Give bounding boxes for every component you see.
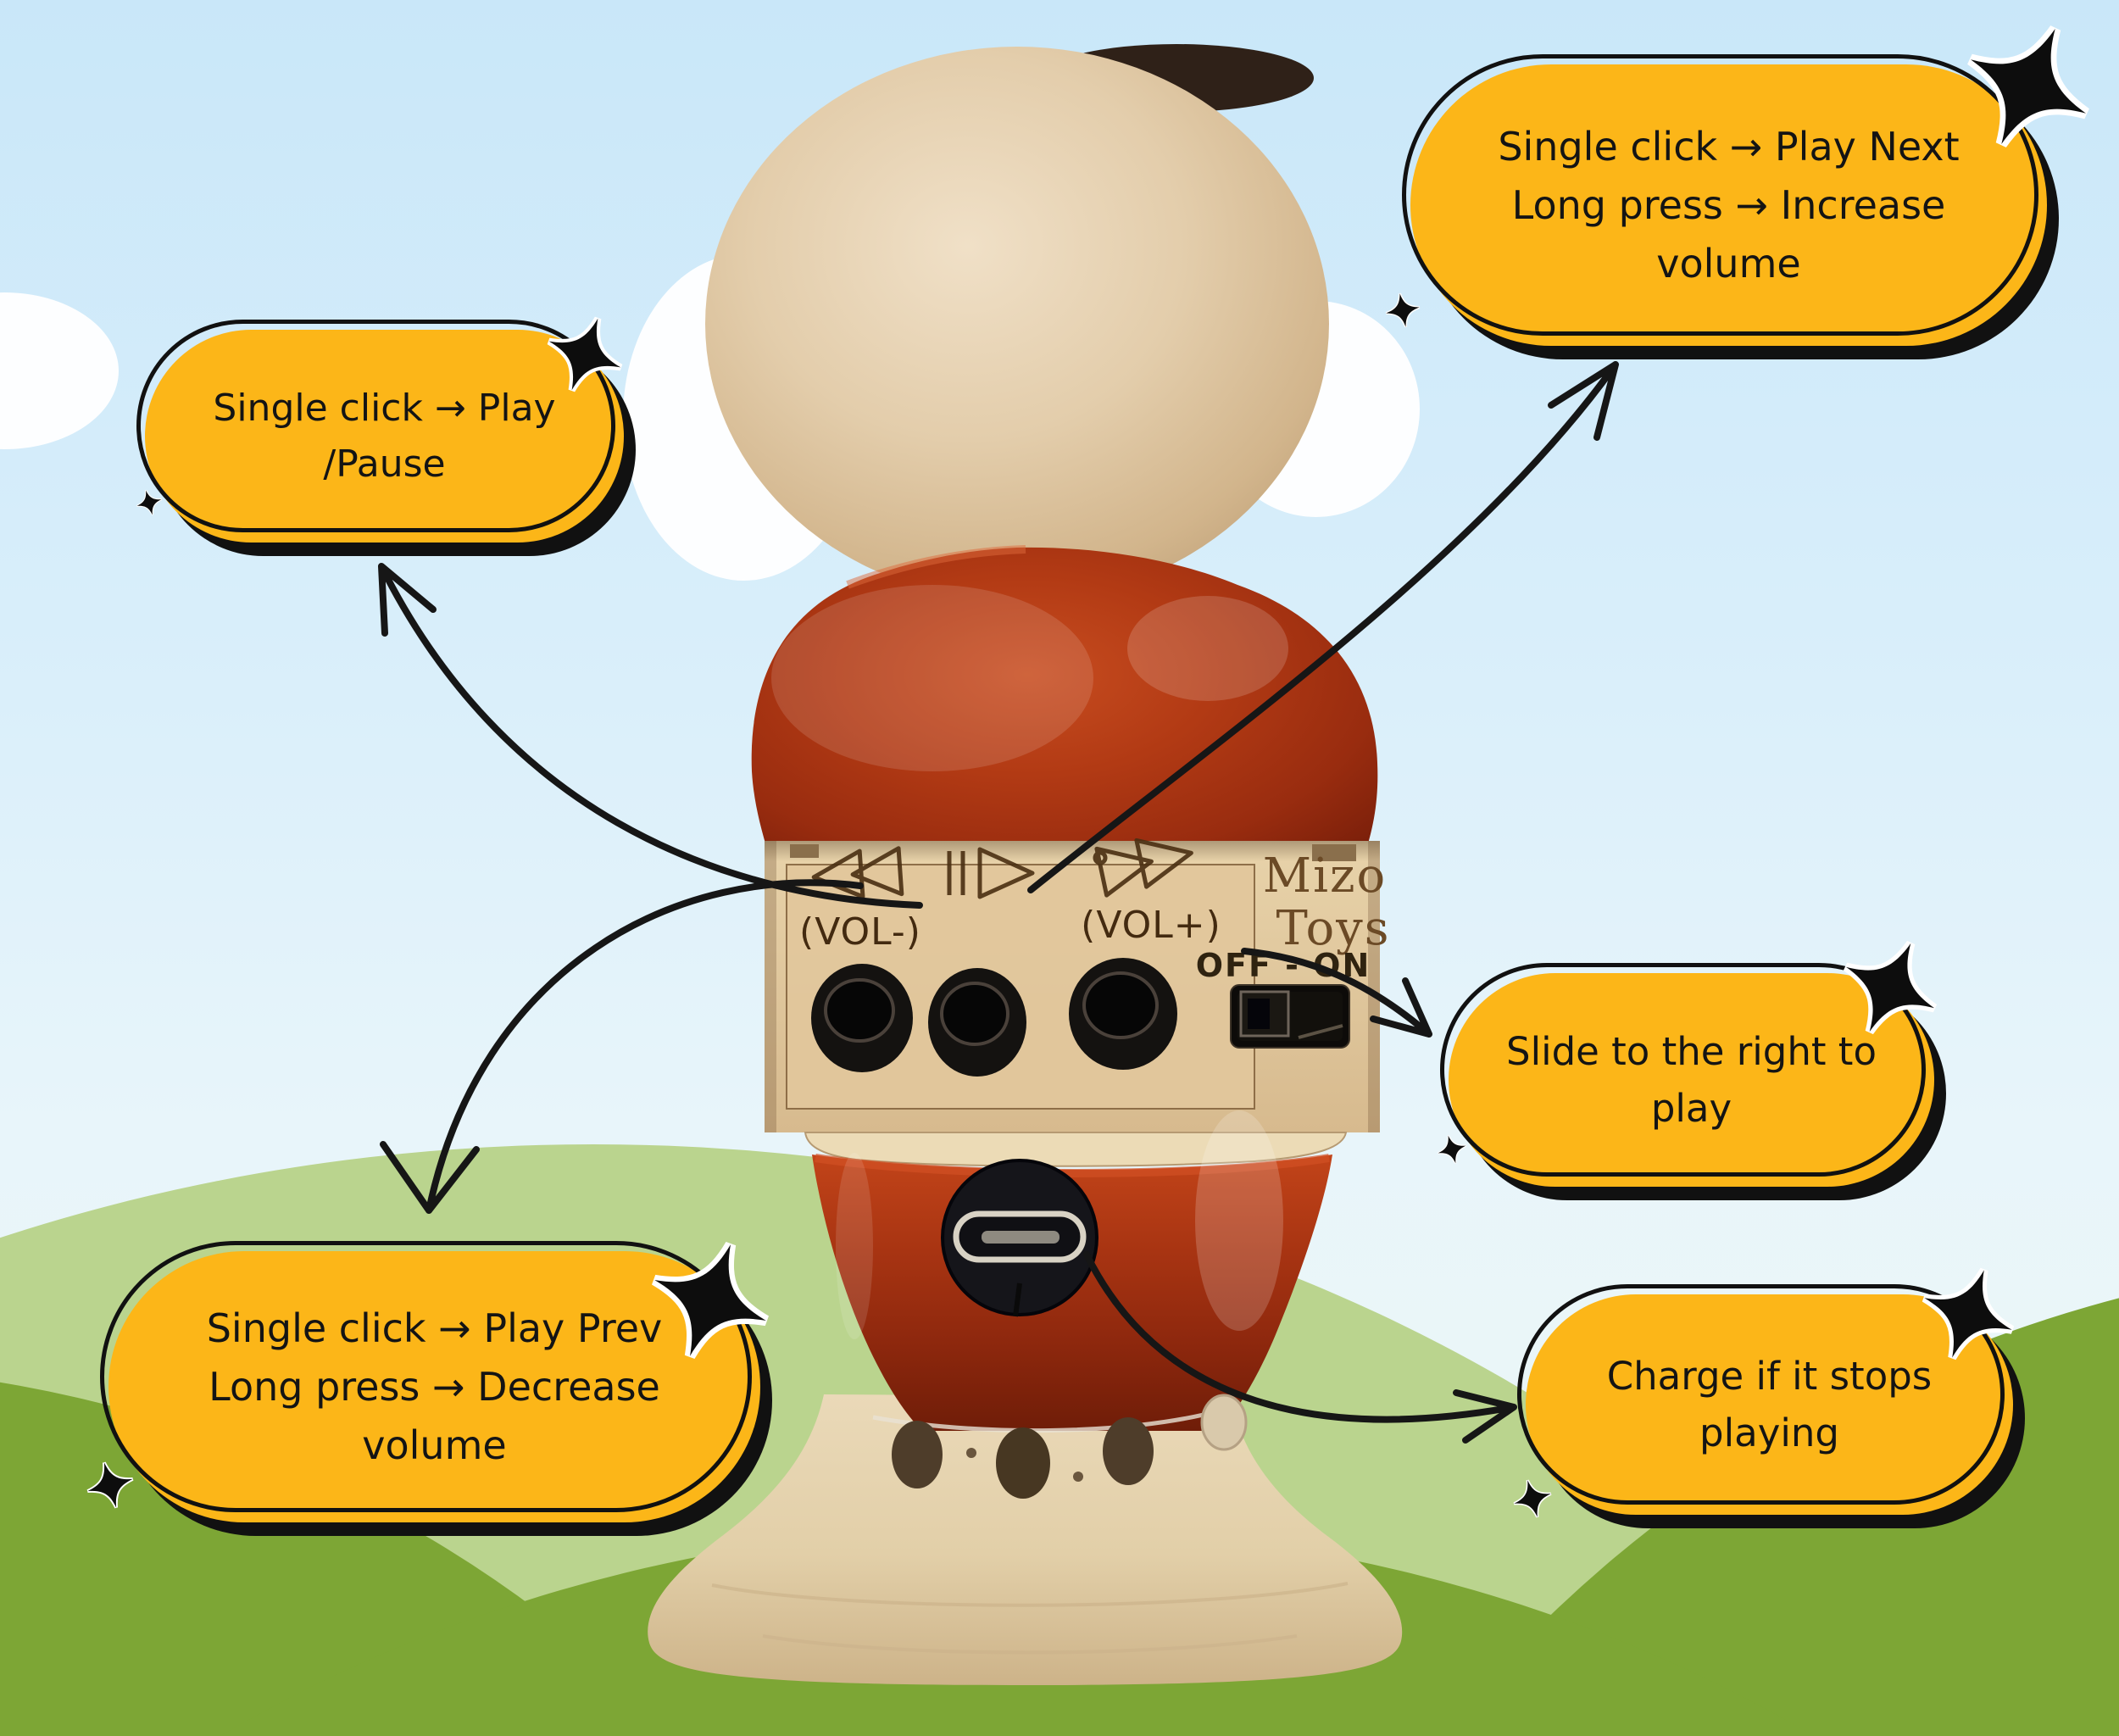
next-button: [1069, 958, 1177, 1070]
arrow-to-play-next-callout: [1027, 361, 1619, 893]
sparkle-icon: [1944, 2, 2112, 170]
callout-outline: [100, 1241, 752, 1512]
sparkle-icon: [1909, 1255, 2028, 1374]
callout-outline: [1440, 963, 1926, 1177]
arrow-to-play-pause-callout: [378, 563, 923, 909]
sparkle-icon: [1507, 1473, 1558, 1524]
play-pause-icon: [947, 847, 1035, 899]
sparkle-icon: [80, 1455, 141, 1516]
head-ball: [705, 47, 1329, 601]
callout-play-pause: Single click → Play /Pause: [136, 320, 636, 556]
callout-outline: [136, 320, 615, 532]
callout-power: Slide to the right to play: [1440, 963, 1946, 1200]
sparkle-icon: [1382, 289, 1424, 331]
play-pause-button: [928, 968, 1026, 1077]
brand-text-line2: Toys: [1276, 901, 1390, 956]
control-panel: (VOL-) (VOL+) Mizo Toys OFF - ON: [765, 837, 1390, 1132]
next-icon: [1094, 837, 1193, 898]
vol-plus-label: (VOL+): [1081, 904, 1221, 947]
callout-outline: [1517, 1284, 2005, 1505]
sparkle-icon: [1432, 1130, 1471, 1169]
sparkle-icon: [132, 486, 166, 520]
callout-outline: [1402, 54, 2038, 336]
power-switch: [1230, 984, 1350, 1049]
callout-charge: Charge if it stops playing: [1517, 1284, 2025, 1528]
vol-minus-label: (VOL-): [799, 910, 921, 954]
callout-play-prev: Single click → Play Prev Long press → De…: [100, 1241, 772, 1536]
sparkle-icon: [1826, 923, 1955, 1053]
prev-button: [811, 964, 913, 1072]
wooden-disc: [804, 1132, 1348, 1167]
brand-text-line1: Mizo: [1263, 849, 1387, 904]
sparkle-icon: [634, 1224, 786, 1376]
sparkle-icon: [536, 305, 633, 403]
body-top: [751, 545, 1378, 882]
usb-c-port: [941, 1159, 1098, 1317]
callout-play-next: Single click → Play Next Long press → In…: [1402, 54, 2059, 359]
speaker-holes: [892, 1394, 1248, 1499]
base: [648, 1394, 1403, 1685]
arrow-to-power-callout: [1241, 948, 1432, 1038]
arrow-to-charge-callout: [1083, 1251, 1517, 1444]
